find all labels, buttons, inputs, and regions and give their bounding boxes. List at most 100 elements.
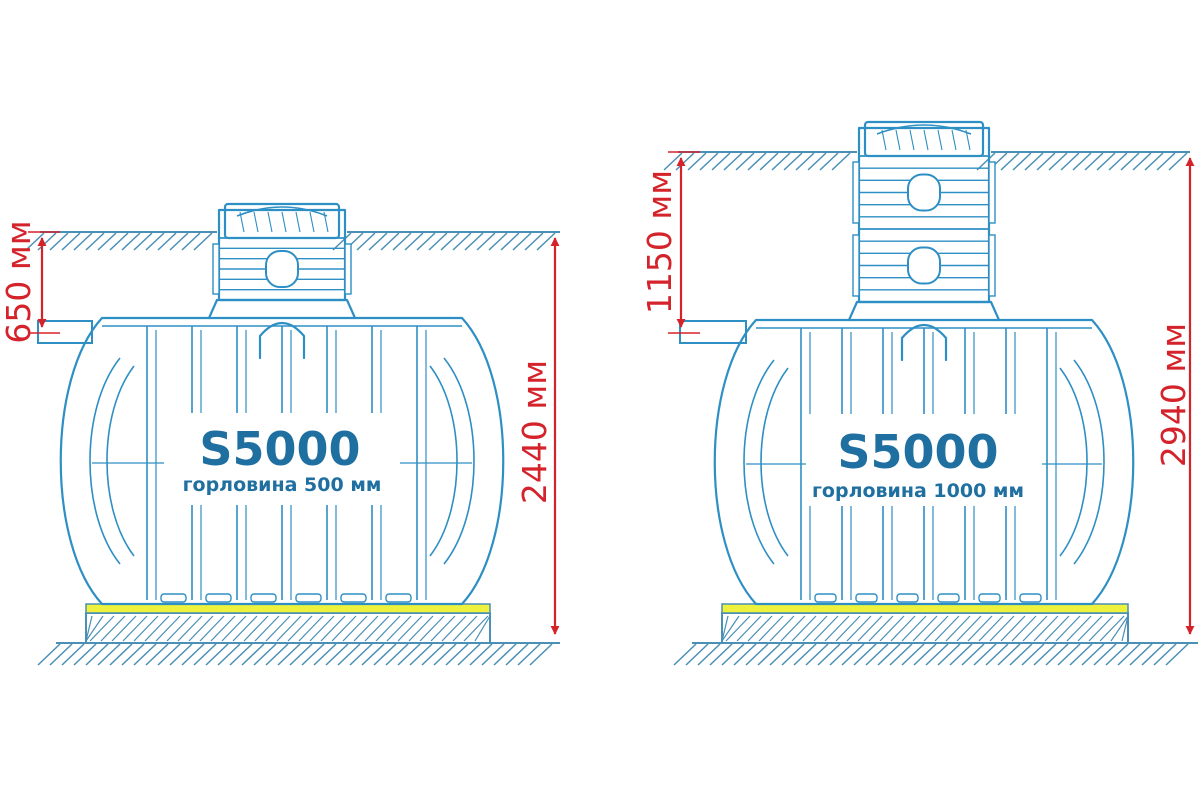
- ground-base-right-stroke: [889, 643, 913, 666]
- slab-hatch-right: [923, 615, 949, 642]
- slab-hatch-left: [85, 615, 104, 642]
- slab-hatch-right: [989, 615, 1015, 642]
- neck-lid-left: [223, 202, 341, 240]
- slab-hatch-left: [199, 615, 225, 642]
- neck-collar-left: [207, 298, 357, 320]
- lid-dome-left: [236, 206, 328, 217]
- ground-base-right-stroke: [1045, 643, 1069, 666]
- ground-base-left-stroke: [157, 643, 181, 666]
- ground-surface-right-a-stroke: [783, 152, 803, 171]
- tank-foot-left: [160, 593, 187, 603]
- slab-hatch-right: [1011, 615, 1037, 642]
- ground-base-left-stroke: [505, 643, 529, 666]
- tank-side-rib-left-2: [443, 357, 475, 565]
- ground-surface-right-a-stroke: [771, 152, 791, 171]
- slab-hatch-left: [177, 615, 203, 642]
- slab-hatch-left: [232, 615, 258, 642]
- slab-hatch-left: [441, 615, 467, 642]
- height-dimension-label-right: 2940 мм: [1154, 323, 1193, 467]
- neck-lid-right: [863, 120, 985, 158]
- slab-hatch-left: [265, 615, 291, 642]
- ground-base-right-stroke: [1117, 643, 1141, 666]
- lid-ridge-left: [295, 211, 301, 233]
- depth-dimension-label-right: 1150 мм: [640, 170, 679, 314]
- lid-ridge-right: [909, 129, 915, 151]
- lid-ridge-right: [965, 129, 971, 151]
- lid-ridge-right: [895, 129, 901, 151]
- ground-base-right-stroke: [1129, 643, 1153, 666]
- tank-foot-right: [896, 593, 919, 603]
- slab-hatch-left: [122, 615, 148, 642]
- ground-base-right-stroke: [925, 643, 949, 666]
- ground-base-right-stroke: [709, 643, 733, 666]
- ground-base-left-stroke: [337, 643, 361, 666]
- ground-surface-left-b-stroke: [476, 232, 496, 251]
- neck-collar-right: [847, 300, 1001, 322]
- ground-base-left-stroke: [73, 643, 97, 666]
- ground-surface-left-b-stroke: [464, 232, 484, 251]
- ground-surface-right-a-stroke: [795, 152, 815, 171]
- ground-base-right-stroke: [733, 643, 757, 666]
- slab-hatch-left: [276, 615, 302, 642]
- lid-ridge-left: [239, 211, 245, 233]
- ground-base-left-stroke: [277, 643, 301, 666]
- neck-side-tab-right: [852, 234, 860, 297]
- slab-hatch-left: [188, 615, 214, 642]
- neck-label-left: горловина 500 мм: [183, 474, 382, 496]
- slab-hatch-right: [1077, 615, 1103, 642]
- model-label-left: S5000: [199, 422, 360, 476]
- ground-base-left-stroke: [229, 643, 253, 666]
- slab-hatch-left: [133, 615, 159, 642]
- ground-surface-right-a-stroke: [711, 152, 731, 171]
- label-panel-right: [806, 414, 1042, 506]
- tank-side-rib-left-0: [89, 357, 121, 565]
- depth-dimension-label-left: 650 мм: [0, 220, 38, 343]
- slab-hatch-left: [419, 615, 445, 642]
- ground-surface-left-a-stroke: [49, 232, 69, 251]
- ground-surface-right-b: [976, 151, 1190, 171]
- lid-ridge-left: [281, 211, 287, 233]
- slab-hatch-right: [1022, 615, 1048, 642]
- ground-surface-right-b-stroke: [1072, 152, 1092, 171]
- ground-base-left-stroke: [85, 643, 109, 666]
- ground-surface-left-b-stroke: [440, 232, 460, 251]
- ground-surface-right-b-stroke: [1024, 152, 1044, 171]
- ground-surface-left-a-stroke: [73, 232, 93, 251]
- lid-ridge-right: [937, 129, 943, 151]
- ground-base-right-stroke: [877, 643, 901, 666]
- ground-surface-left-a-stroke: [145, 232, 165, 251]
- ground-surface-left-a: [25, 231, 217, 251]
- slab-hatch-left: [287, 615, 313, 642]
- slab-hatch-right: [890, 615, 916, 642]
- ground-base-left-stroke: [457, 643, 481, 666]
- ground-surface-left-b-stroke: [536, 232, 556, 251]
- ground-base-left: [37, 642, 560, 666]
- slab-hatch-right: [736, 615, 762, 642]
- slab-hatch-right: [769, 615, 795, 642]
- slab-hatch-left: [243, 615, 269, 642]
- ground-surface-right-b-stroke: [1156, 152, 1176, 171]
- ground-surface-left-b-stroke: [524, 232, 544, 251]
- slab-hatch-left: [144, 615, 170, 642]
- ground-surface-right-b-stroke: [1060, 152, 1080, 171]
- ground-surface-right-b-stroke: [1084, 152, 1104, 171]
- ground-base-left-stroke: [169, 643, 193, 666]
- ground-base-left-stroke: [253, 643, 277, 666]
- ground-base-left-stroke: [37, 643, 61, 666]
- tank-foot-right: [855, 593, 878, 603]
- ground-base-right-stroke: [1165, 643, 1189, 666]
- lid-ridge-right: [881, 129, 887, 151]
- ground-base-left-stroke: [397, 643, 421, 666]
- slab-hatch-right: [1110, 615, 1129, 642]
- ground-base-right-stroke: [793, 643, 817, 666]
- slab-hatch-left: [254, 615, 280, 642]
- tank-diagram-left: [25, 202, 560, 666]
- ground-base-right-stroke: [985, 643, 1009, 666]
- ground-base-right-stroke: [1105, 643, 1129, 666]
- slab-hatch-right: [1088, 615, 1114, 642]
- ground-base-right-stroke: [1009, 643, 1033, 666]
- slab-hatch-right: [1121, 615, 1129, 642]
- ground-base-left-stroke: [421, 643, 445, 666]
- lid-dome-right: [876, 124, 972, 135]
